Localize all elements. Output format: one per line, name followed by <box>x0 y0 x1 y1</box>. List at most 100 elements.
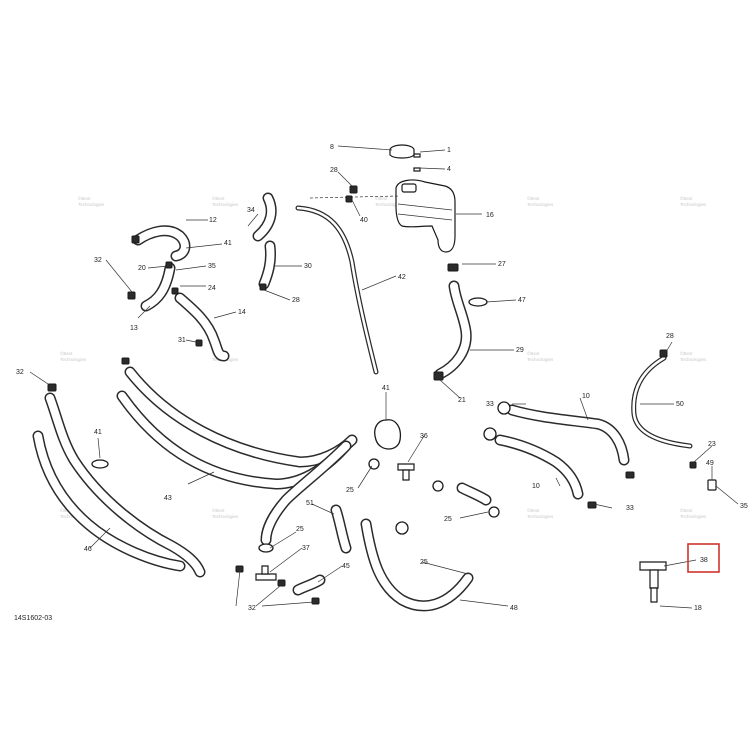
hose-30[interactable] <box>258 240 276 290</box>
callout-37: 37 <box>302 545 310 552</box>
hose-50[interactable] <box>631 355 693 449</box>
callout-25: 25 <box>346 487 354 494</box>
coolant-reservoir[interactable] <box>395 179 456 253</box>
callout-42: 42 <box>398 274 406 281</box>
svg-text:©Bext: ©Bext <box>527 350 540 356</box>
callout-1: 1 <box>447 147 451 154</box>
svg-text:Technologies: Technologies <box>527 202 554 207</box>
callout-27: 27 <box>498 261 506 268</box>
callout-28: 28 <box>666 333 674 340</box>
callout-24: 24 <box>208 285 216 292</box>
reservoir-cap[interactable] <box>389 144 415 159</box>
svg-text:©Bext: ©Bext <box>375 195 388 201</box>
callout-33: 33 <box>486 401 494 408</box>
callout-18: 18 <box>694 605 702 612</box>
callout-12: 12 <box>209 217 217 224</box>
t-fitting-37[interactable] <box>255 565 277 581</box>
hose-short-25[interactable] <box>456 482 492 506</box>
callout-10: 10 <box>582 393 590 400</box>
callout-35: 35 <box>208 263 216 270</box>
callout-28: 28 <box>330 167 338 174</box>
reservoir-screws <box>413 153 421 172</box>
o-ring[interactable] <box>374 419 402 450</box>
drawing-number: 14S1602-03 <box>14 615 52 622</box>
svg-text:Technologies: Technologies <box>60 357 87 362</box>
hose-48[interactable] <box>360 518 474 612</box>
callout-35: 35 <box>740 503 748 510</box>
callout-14: 14 <box>238 309 246 316</box>
callout-36: 36 <box>420 433 428 440</box>
callout-21: 21 <box>458 397 466 404</box>
callout-28: 28 <box>292 297 300 304</box>
callout-47: 47 <box>518 297 526 304</box>
callout-8: 8 <box>330 144 334 151</box>
svg-text:©Bext: ©Bext <box>680 507 693 513</box>
svg-text:Technologies: Technologies <box>527 357 554 362</box>
callout-43: 43 <box>164 495 172 502</box>
callout-23: 23 <box>708 441 716 448</box>
callout-31: 31 <box>178 337 186 344</box>
callout-40: 40 <box>360 217 368 224</box>
t-fitting-36[interactable] <box>397 463 415 481</box>
hose-51[interactable] <box>330 504 352 554</box>
hose-34[interactable] <box>252 192 277 242</box>
hose-10-upper[interactable] <box>506 404 630 466</box>
svg-text:©Bext: ©Bext <box>527 195 540 201</box>
svg-text:©Bext: ©Bext <box>78 195 91 201</box>
callout-4: 4 <box>447 166 451 173</box>
callout-16: 16 <box>486 212 494 219</box>
clamps-33 <box>483 401 635 509</box>
callout-25: 25 <box>296 526 304 533</box>
svg-text:©Bext: ©Bext <box>527 507 540 513</box>
hose-10-lower[interactable] <box>494 434 584 500</box>
svg-text:©Bext: ©Bext <box>680 350 693 356</box>
clamps-left <box>47 357 130 469</box>
hose-12[interactable] <box>132 225 191 262</box>
callout-41: 41 <box>224 240 232 247</box>
callout-20: 20 <box>138 265 146 272</box>
svg-text:Technologies: Technologies <box>527 514 554 519</box>
callout-30: 30 <box>304 263 312 270</box>
highlight-box <box>687 543 720 573</box>
svg-text:Technologies: Technologies <box>375 202 402 207</box>
svg-text:Technologies: Technologies <box>680 357 707 362</box>
callout-51: 51 <box>306 500 314 507</box>
svg-text:©Bext: ©Bext <box>680 195 693 201</box>
hose-45[interactable] <box>292 574 326 596</box>
callout-33: 33 <box>626 505 634 512</box>
callout-50: 50 <box>676 401 684 408</box>
t-fitting-38[interactable] <box>639 561 667 603</box>
callout-45: 45 <box>342 563 350 570</box>
clamps-top-left <box>127 185 358 347</box>
callout-10: 10 <box>532 483 540 490</box>
svg-text:Technologies: Technologies <box>78 202 105 207</box>
svg-text:©Bext: ©Bext <box>212 195 225 201</box>
svg-text:©Bext: ©Bext <box>60 350 73 356</box>
callout-41: 41 <box>94 429 102 436</box>
svg-text:Technologies: Technologies <box>212 202 239 207</box>
callout-32: 32 <box>248 605 256 612</box>
hose-13[interactable] <box>140 262 176 312</box>
callout-49: 49 <box>706 460 714 467</box>
hose-46[interactable] <box>32 392 206 578</box>
svg-text:Technologies: Technologies <box>680 202 707 207</box>
callout-38: 38 <box>700 557 708 564</box>
hose-14[interactable] <box>174 292 230 362</box>
overflow-hose[interactable] <box>295 205 379 375</box>
svg-text:©Bext: ©Bext <box>212 507 225 513</box>
callout-46: 46 <box>84 546 92 553</box>
callout-48: 48 <box>510 605 518 612</box>
hose-43-branch[interactable] <box>260 440 352 546</box>
callout-25: 25 <box>420 559 428 566</box>
callout-25: 25 <box>444 516 452 523</box>
hose-29[interactable] <box>434 280 472 380</box>
